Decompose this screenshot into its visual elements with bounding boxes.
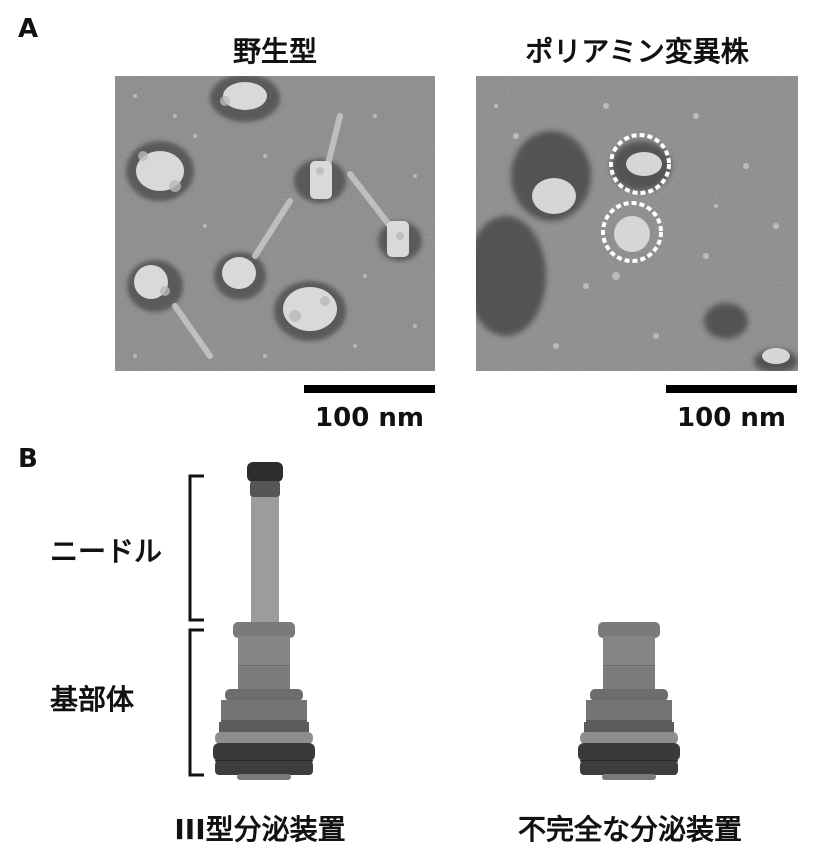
needle-bracket — [188, 474, 204, 622]
complete-apparatus-caption: III型分泌装置 — [174, 813, 346, 846]
needle-shaft — [251, 497, 279, 625]
complete-secretion-apparatus — [213, 462, 315, 780]
needle-base-brackets — [188, 474, 204, 777]
polyamine-mutant-micrograph — [476, 76, 798, 371]
left-scale-bar — [304, 385, 435, 393]
base-bracket — [188, 628, 204, 777]
incomplete-apparatus-caption: 不完全な分泌装置 — [517, 813, 742, 846]
polyamine-mutant-title: ポリアミン変異株 — [525, 35, 749, 68]
right-scale-bar — [666, 385, 797, 393]
basal-body — [213, 622, 315, 780]
highlight-circle-lower — [601, 201, 663, 263]
needle-label: ニードル — [50, 535, 163, 568]
highlight-circle-upper — [609, 133, 671, 195]
wild-type-micrograph — [115, 76, 435, 371]
wild-type-title: 野生型 — [232, 35, 317, 68]
basal-body-only — [578, 622, 680, 780]
needle-tip — [247, 462, 283, 482]
right-scale-label: 100 nm — [677, 403, 786, 433]
incomplete-secretion-apparatus — [578, 622, 680, 780]
base-label: 基部体 — [50, 683, 135, 716]
left-scale-label: 100 nm — [315, 403, 424, 433]
panel-a-label: A — [18, 14, 39, 44]
panel-b-label: B — [18, 444, 38, 474]
